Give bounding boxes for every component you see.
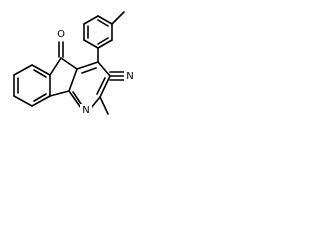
tolyl-methyl-bond	[111, 11, 125, 25]
bond	[31, 95, 51, 107]
bond	[83, 15, 99, 25]
bond	[68, 68, 78, 92]
bond	[49, 90, 70, 97]
tolyl-ring	[83, 11, 125, 63]
nitrogen-label-bg	[80, 104, 92, 116]
pyridine-ring: N	[68, 61, 111, 116]
chemical-structure-diagram: O N N	[13, 11, 136, 116]
bond	[97, 15, 113, 25]
nitrile-nitrogen-label: N	[126, 71, 133, 82]
double-bond-inner	[97, 37, 109, 45]
bond	[68, 90, 82, 109]
methyl-bond	[99, 96, 109, 115]
double-bond-inner	[72, 91, 82, 105]
oxygen-label-bg	[55, 28, 67, 40]
bond	[99, 75, 111, 98]
oxygen-atom-label: O	[57, 29, 65, 40]
cyclopentanone-ring	[49, 57, 78, 97]
bond	[90, 96, 101, 109]
bond	[97, 61, 111, 77]
nitrile-group: N	[109, 70, 136, 82]
bond	[13, 64, 33, 76]
double-bond-inner	[96, 77, 106, 95]
bond	[60, 57, 78, 70]
bond	[97, 39, 113, 49]
benzene-ring	[13, 64, 51, 107]
double-bond-inner	[33, 93, 47, 102]
bond	[76, 61, 99, 70]
double-bond-inner	[81, 67, 97, 74]
bond	[83, 39, 99, 49]
bond	[31, 64, 51, 76]
double-bond-inner	[97, 19, 109, 27]
carbonyl-group: O	[55, 28, 67, 58]
bond	[13, 95, 33, 107]
nitrile-label-bg	[124, 70, 136, 82]
bond	[49, 57, 62, 76]
ring-nitrogen-label: N	[82, 105, 89, 116]
structure-canvas: O N N	[0, 0, 143, 126]
double-bond-inner	[33, 69, 47, 78]
